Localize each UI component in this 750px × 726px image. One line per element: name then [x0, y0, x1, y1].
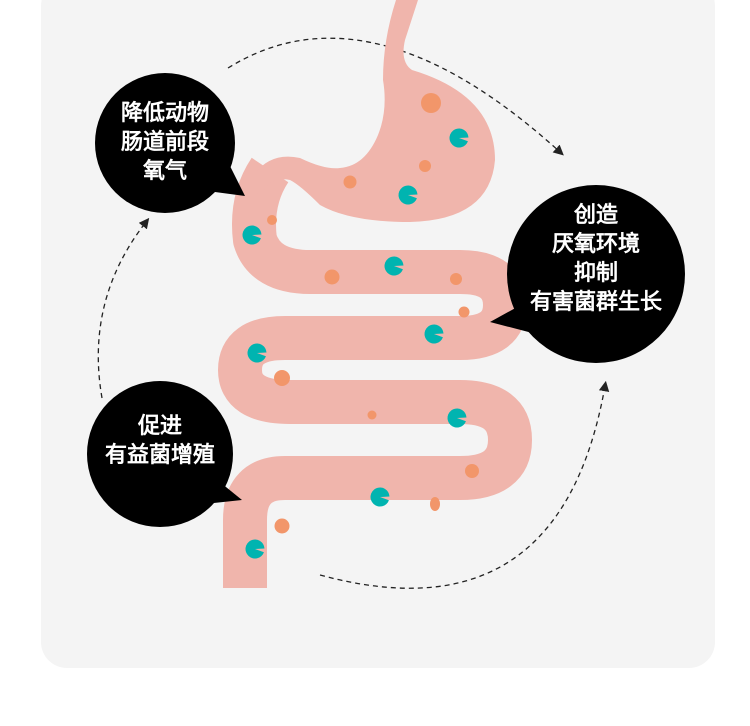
intestine: [218, 0, 532, 588]
pacman-bacteria-icon: [247, 343, 267, 363]
pacman-bacteria-icon: [447, 408, 467, 428]
speech-bubbles: [87, 73, 685, 527]
bubble-text-line: 抑制: [573, 261, 618, 286]
bubble-text-line: 有害菌群生长: [529, 290, 662, 315]
bubble-text-line: 促进: [137, 414, 182, 439]
cycle-arrows: [97, 37, 610, 589]
bubble-text-line: 有益菌增殖: [104, 443, 215, 468]
dashed-cycle-arrow-icon: [97, 217, 150, 399]
pacman-bacteria-icon: [245, 539, 265, 559]
bubble-anaerobic: 创造 厌氧环境 抑制 有害菌群生长: [506, 201, 686, 317]
stomach: [246, 0, 495, 222]
pacman-bacteria-icon: [398, 185, 418, 205]
pacman-bacteria-icon: [384, 256, 404, 276]
bubble-text-line: 氧气: [142, 159, 187, 184]
dashed-cycle-arrow-icon: [319, 380, 610, 589]
bubble-text-line: 创造: [573, 203, 618, 228]
pacman-bacteria-icon: [424, 324, 444, 344]
pacman-bacteria-icon: [370, 487, 390, 507]
nutrients: [267, 93, 479, 534]
bacteria: [242, 128, 469, 559]
pacman-bacteria-icon: [449, 128, 469, 148]
bubble-reduce-oxygen: 降低动物 肠道前段 氧气: [95, 99, 235, 186]
bubble-text-line: 降低动物: [120, 101, 209, 126]
pacman-bacteria-icon: [242, 225, 262, 245]
bubble-text-line: 厌氧环境: [551, 232, 640, 257]
bubble-text-line: 肠道前段: [120, 130, 209, 155]
bubble-promote-beneficial: 促进 有益菌增殖: [85, 412, 235, 470]
